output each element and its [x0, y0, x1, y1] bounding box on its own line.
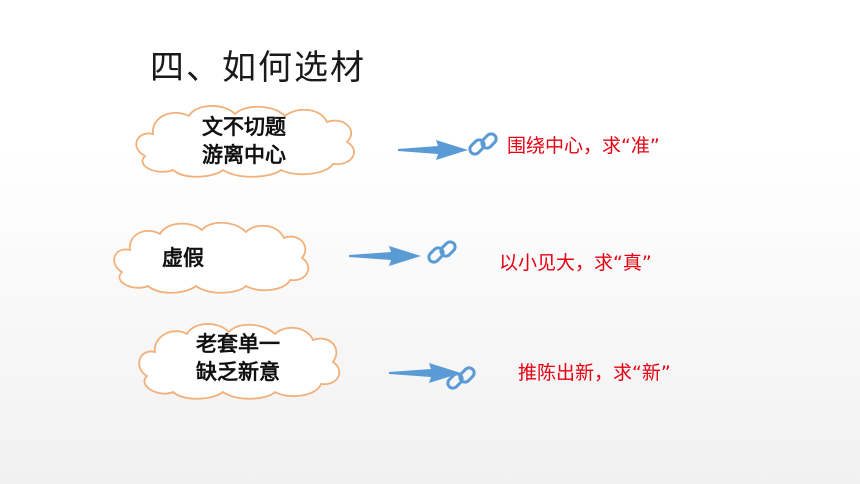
link-icon	[446, 366, 476, 390]
arrow-icon	[349, 246, 421, 266]
problem-text-3b: 缺乏新意	[196, 360, 280, 384]
problem-text-2: 虚假	[162, 246, 204, 270]
arrow-icon	[389, 363, 461, 383]
arrow-icon	[398, 140, 468, 160]
problem-cloud-3: 老套单一 缺乏新意	[127, 322, 349, 400]
problem-cloud-2: 虚假	[104, 222, 316, 294]
problem-text-1a: 文不切题	[202, 115, 286, 139]
slide-title: 四、如何选材	[150, 48, 366, 88]
cloud-shape	[135, 105, 355, 178]
cloud-shape	[138, 323, 341, 400]
problem-text-1b: 游离中心	[202, 143, 286, 167]
solution-text-3: 推陈出新，求“新”	[518, 362, 671, 384]
problem-cloud-1: 文不切题 游离中心	[123, 104, 369, 178]
cloud-shape	[113, 222, 310, 294]
link-icon	[468, 132, 498, 156]
solution-text-2: 以小见大，求“真”	[499, 252, 652, 274]
solution-text-1: 围绕中心，求“准”	[507, 135, 660, 157]
link-icon	[427, 240, 457, 264]
problem-text-3a: 老套单一	[196, 332, 280, 356]
